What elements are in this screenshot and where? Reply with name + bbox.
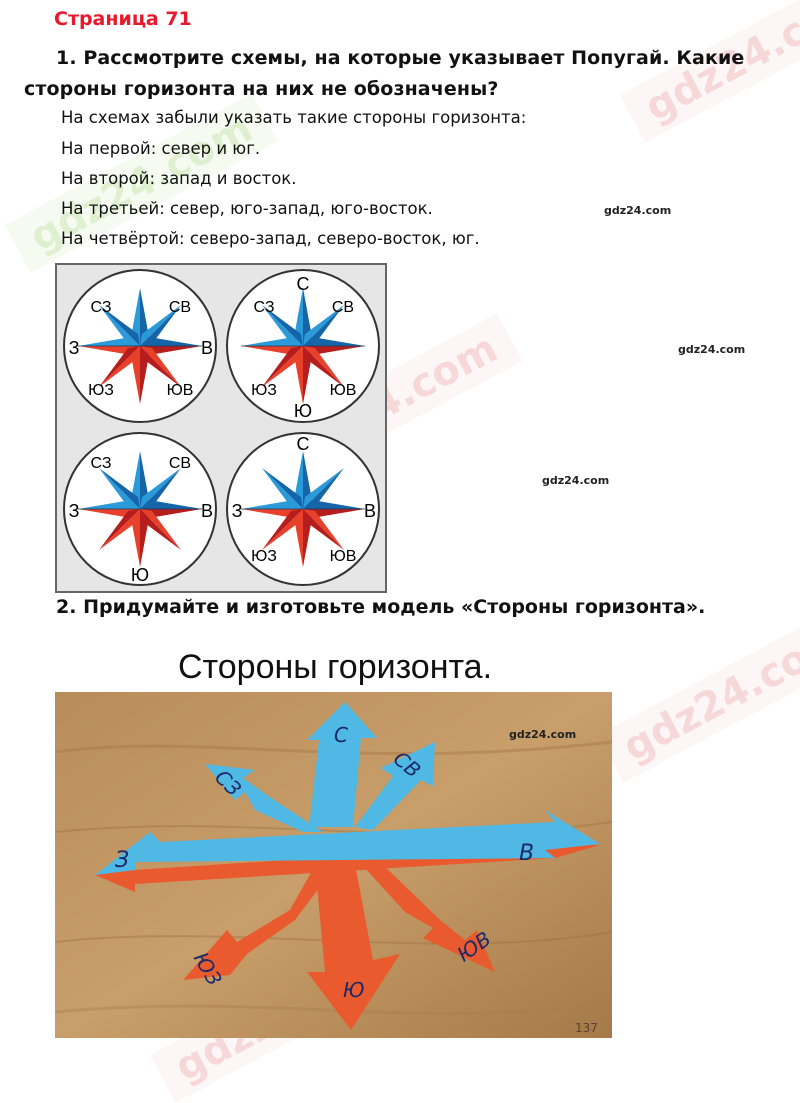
question-2-number: 2.	[56, 596, 77, 618]
label-e: В	[201, 501, 213, 521]
answer-line: На второй: запад и восток.	[61, 169, 297, 188]
compass-diagrams-svg: СЗ СВ З В ЮЗ ЮВ С СЗ СВ ЮЗ ЮВ Ю СЗ СВ З …	[63, 269, 380, 586]
label-ne: СВ	[169, 455, 191, 472]
answer-line: На схемах забыли указать такие стороны г…	[61, 108, 527, 127]
label-n: С	[297, 434, 310, 454]
label-e: В	[201, 338, 213, 358]
photo-corner-text: 137	[575, 1021, 598, 1035]
label-se: ЮВ	[167, 382, 194, 399]
label-sw: ЮЗ	[251, 382, 277, 399]
watermark-banner: gdz24.com	[598, 603, 800, 783]
label-sw: ЮЗ	[251, 548, 277, 565]
label-n: С	[297, 274, 310, 294]
label-nw: СЗ	[90, 455, 111, 472]
model-blue-half	[95, 702, 600, 875]
answer-line: На первой: север и юг.	[61, 139, 261, 158]
label-nw: СЗ	[90, 299, 111, 316]
label-ne: СВ	[332, 299, 354, 316]
question-2-text: Придумайте и изготовьте модель «Стороны …	[83, 596, 706, 618]
compass-3: СЗ СВ З В Ю	[63, 432, 217, 586]
answer-line: На третьей: север, юго-запад, юго-восток…	[61, 199, 433, 218]
watermark-text: gdz24.com	[604, 204, 672, 217]
compass-1: СЗ СВ З В ЮЗ ЮВ	[63, 269, 217, 423]
model-label-n: С	[334, 723, 348, 747]
question-1-number: 1.	[56, 47, 77, 69]
label-w: З	[69, 501, 80, 521]
label-sw: ЮЗ	[88, 382, 114, 399]
model-photo: С СВ СЗ З В ЮЗ Ю ЮВ 137 gdz24.com	[54, 692, 613, 1038]
model-label-e: В	[519, 841, 534, 866]
watermark-text: gdz24.com	[678, 343, 746, 356]
label-w: З	[69, 338, 80, 358]
page-title: Страница 71	[54, 8, 192, 30]
watermark-text: gdz24.com	[542, 474, 610, 487]
model-photo-svg: С СВ СЗ З В ЮЗ Ю ЮВ 137	[54, 692, 613, 1038]
label-se: ЮВ	[330, 382, 357, 399]
label-ne: СВ	[169, 299, 191, 316]
model-label-w: З	[115, 848, 129, 873]
question-1-text: Рассмотрите схемы, на которые указывает …	[24, 47, 745, 100]
watermark-text: gdz24.com	[509, 728, 577, 741]
label-s: Ю	[294, 401, 312, 421]
model-caption: Стороны горизонта.	[178, 648, 493, 686]
label-w: З	[232, 501, 243, 521]
question-2: 2. Придумайте и изготовьте модель «Сторо…	[56, 596, 705, 618]
compass-4: С З В ЮЗ ЮВ	[226, 432, 380, 586]
label-e: В	[364, 501, 376, 521]
answer-line: На четвёртой: северо-запад, северо-восто…	[61, 229, 480, 248]
label-s: Ю	[131, 565, 149, 585]
compass-2: С СЗ СВ ЮЗ ЮВ Ю	[226, 269, 380, 423]
label-se: ЮВ	[330, 548, 357, 565]
compass-diagrams: СЗ СВ З В ЮЗ ЮВ С СЗ СВ ЮЗ ЮВ Ю СЗ СВ З …	[55, 263, 387, 593]
question-1: 1. Рассмотрите схемы, на которые указыва…	[24, 43, 774, 105]
label-nw: СЗ	[253, 299, 274, 316]
model-label-s: Ю	[343, 978, 365, 1002]
